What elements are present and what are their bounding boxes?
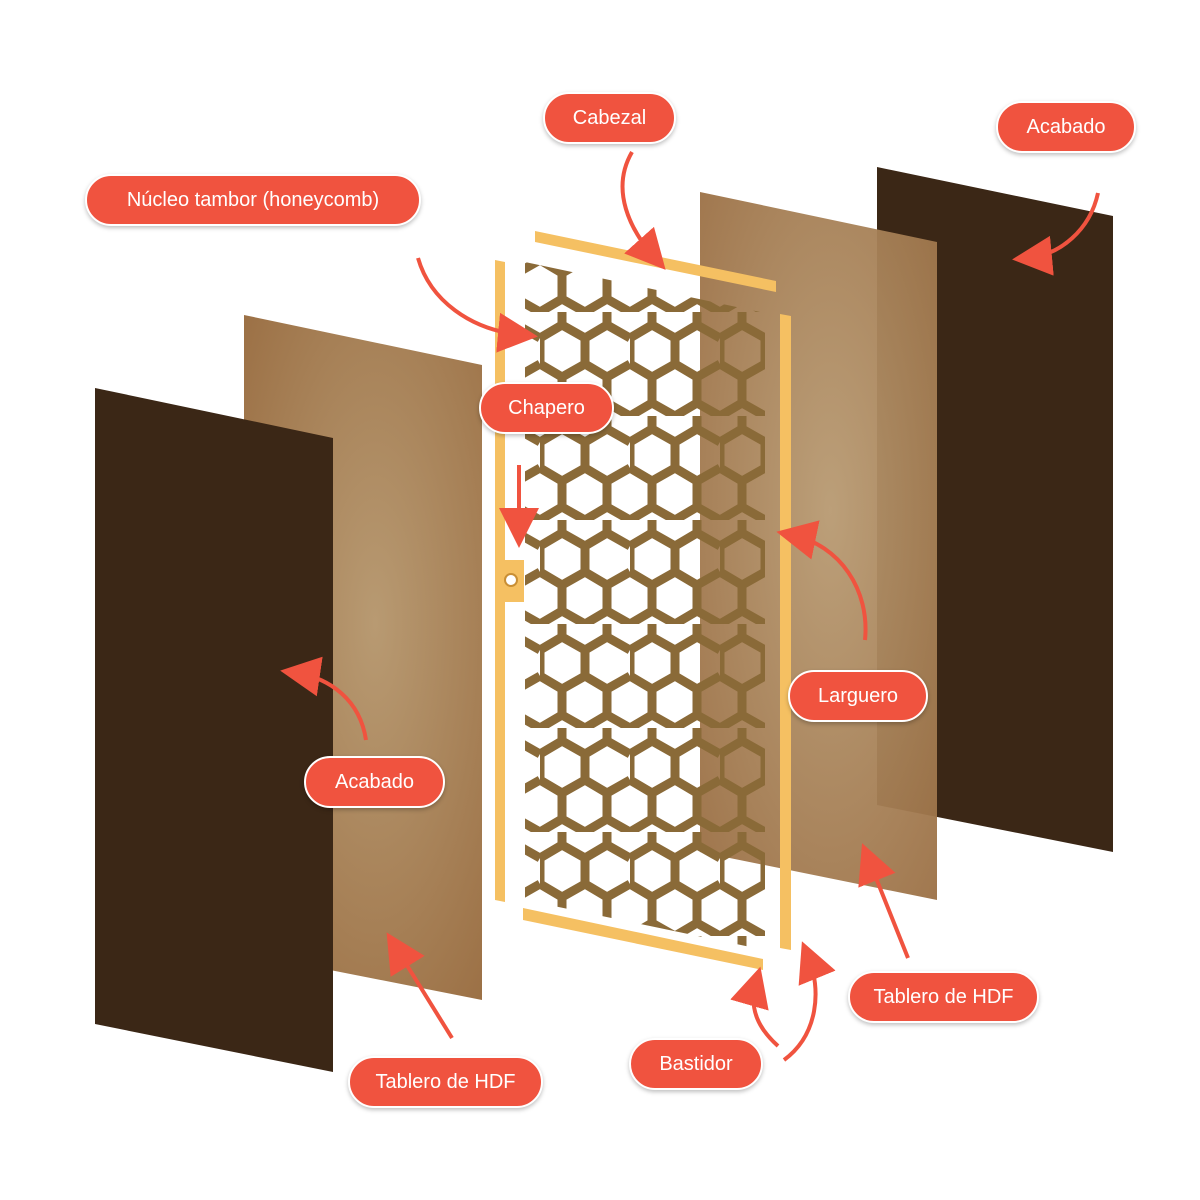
label-head: Cabezal [543,92,676,144]
arrow-core [416,257,538,353]
label-hdf-front: Tablero de HDF [348,1056,543,1108]
label-chapero: Chapero [479,382,614,434]
label-finish-back: Acabado [996,101,1136,153]
arrow-head [620,150,666,270]
arrow-hdf-front [386,932,454,1040]
label-finish-front: Acabado [304,756,445,808]
arrow-hdf-back [858,843,910,959]
label-frame: Bastidor [629,1038,763,1090]
arrow-frame-left [730,966,780,1048]
chapero-hole [504,573,518,587]
label-stile: Larguero [788,670,928,722]
arrow-finish-front [280,656,368,741]
label-hdf-back: Tablero de HDF [848,971,1039,1023]
arrow-stile [776,520,868,641]
frame-head-bottom [523,908,763,970]
arrow-finish-back [1012,192,1100,276]
frame-stile-right [780,314,791,950]
label-core: Núcleo tambor (honeycomb) [85,174,421,226]
honeycomb-core [525,262,765,950]
finish-panel-front [95,388,333,1072]
arrow-frame-right [782,941,836,1062]
